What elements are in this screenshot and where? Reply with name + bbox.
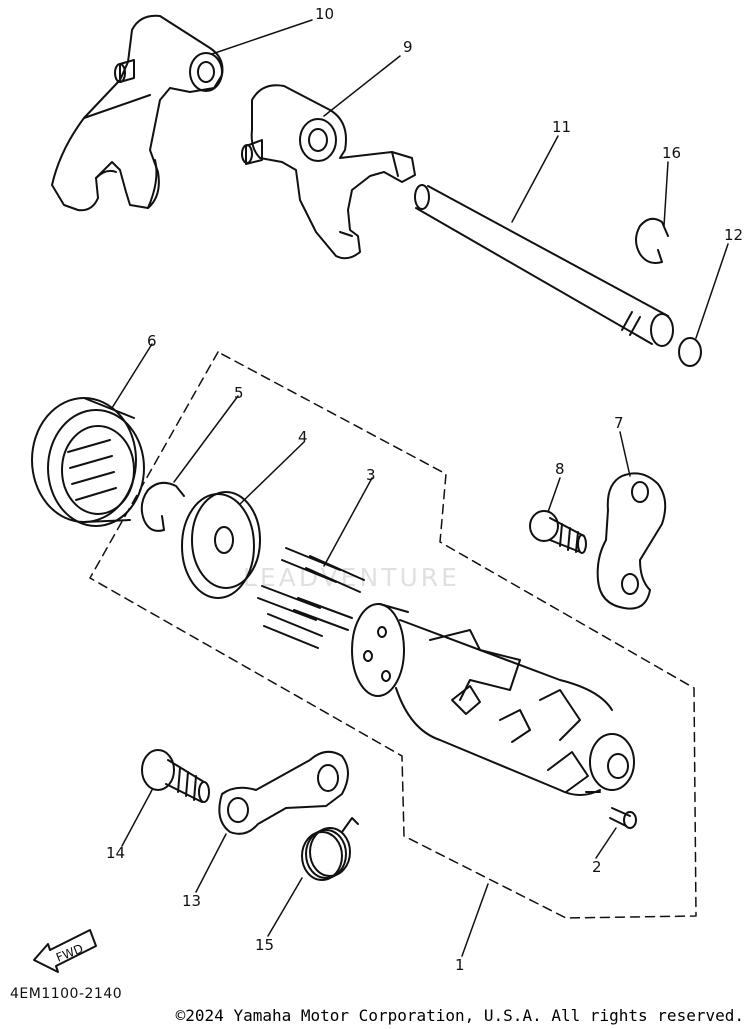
stopper-lever-13 — [218, 750, 349, 835]
pins-3 — [257, 547, 365, 649]
o-ring-12 — [678, 337, 702, 367]
bolt-8 — [529, 510, 587, 554]
callout-6: 6 — [147, 332, 157, 350]
callout-12: 12 — [724, 226, 743, 244]
callout-8: 8 — [555, 460, 565, 478]
callout-9: 9 — [403, 38, 413, 56]
callout-labels: 10 9 11 16 12 6 5 4 3 7 8 2 1 14 13 15 — [106, 5, 743, 974]
callout-3: 3 — [366, 466, 376, 484]
bearing-6 — [31, 397, 145, 527]
shift-fork-9 — [241, 84, 416, 260]
stopper-plate-7 — [596, 472, 667, 610]
washer-4 — [181, 491, 261, 599]
pin-2 — [609, 807, 637, 829]
callout-13: 13 — [182, 892, 201, 910]
callout-5: 5 — [234, 384, 244, 402]
circlip-5 — [140, 481, 185, 532]
watermark: LEADVENTURE — [243, 563, 460, 592]
copyright-notice: ©2024 Yamaha Motor Corporation, U.S.A. A… — [175, 1006, 744, 1025]
circlip-16 — [635, 217, 669, 264]
callout-14: 14 — [106, 844, 125, 862]
callout-1: 1 — [455, 956, 465, 974]
callout-16: 16 — [662, 144, 681, 162]
callout-15: 15 — [255, 936, 274, 954]
callout-10: 10 — [315, 5, 334, 23]
callout-2: 2 — [592, 858, 602, 876]
callout-4: 4 — [298, 428, 308, 446]
guide-bar-11 — [414, 184, 674, 347]
fwd-arrow-icon — [33, 929, 97, 973]
callout-7: 7 — [614, 414, 624, 432]
shift-fork-10 — [51, 14, 224, 212]
diagram-code: 4EM1100-2140 — [10, 986, 123, 1002]
leader-lines — [111, 19, 729, 957]
shift-drum-1 — [351, 603, 635, 796]
callout-11: 11 — [552, 118, 571, 136]
torsion-spring-15 — [301, 817, 359, 881]
assembly-boundary — [89, 351, 697, 919]
bolt-14 — [141, 749, 210, 803]
